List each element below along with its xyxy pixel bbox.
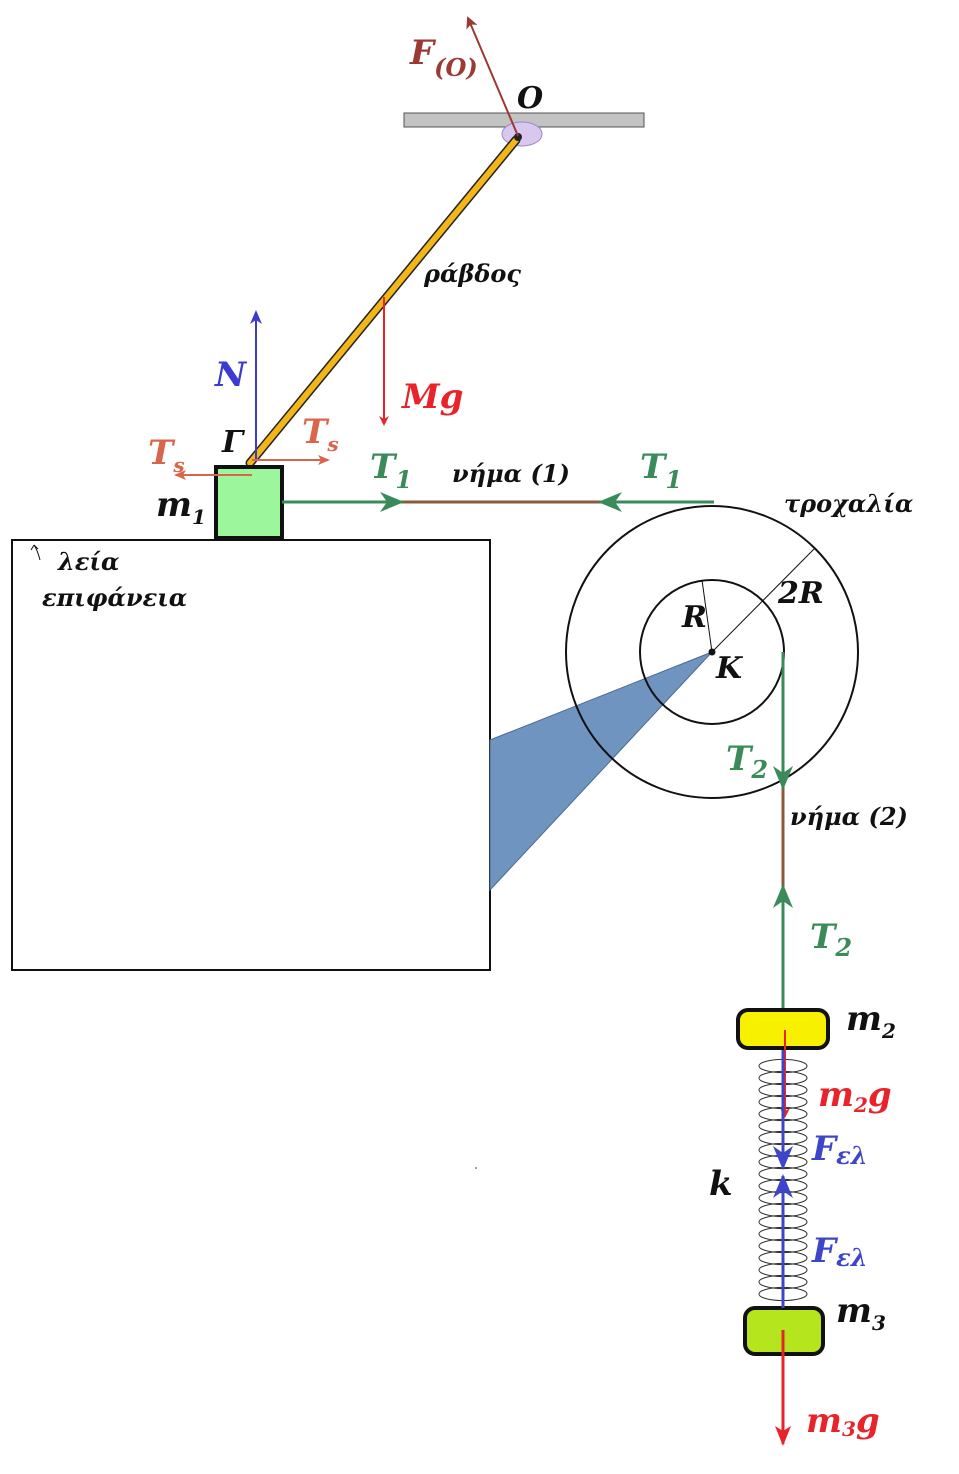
radius-R-line — [701, 579, 713, 653]
block-m2 — [736, 1008, 830, 1050]
stray-dot — [475, 1167, 477, 1169]
label-rope-2: νήμα (2) — [790, 802, 908, 831]
label-Ts-left: Ts — [148, 433, 185, 477]
label-m2g: m2g — [818, 1075, 892, 1117]
label-m3g: m3g — [806, 1401, 880, 1441]
label-Fel-1: Fελ — [811, 1129, 868, 1170]
label-T1-right: T1 — [640, 447, 682, 494]
label-Fel-2: Fελ — [811, 1231, 868, 1272]
hinge-O — [501, 121, 543, 147]
label-T2-bottom: T2 — [810, 917, 852, 962]
label-T2-top: T2 — [726, 739, 768, 784]
block-m1 — [214, 465, 284, 540]
label-m3: m3 — [836, 1291, 886, 1335]
pulley-outer — [565, 505, 859, 799]
pulley-center — [708, 648, 716, 656]
label-Ts-right: Ts — [302, 412, 339, 456]
force-FO-arrow — [466, 16, 519, 137]
label-N: N — [214, 355, 248, 395]
label-R: R — [681, 600, 707, 635]
label-rope-1: νήμα (1) — [452, 459, 570, 488]
label-2R: 2R — [777, 576, 824, 611]
label-rod: ράβδος — [423, 259, 521, 288]
label-surface-1: λεία — [57, 547, 120, 576]
radius-2R-line — [711, 547, 816, 653]
surface-pointer — [30, 544, 41, 561]
label-T1-left: T1 — [370, 447, 412, 494]
hinge-pin — [514, 133, 522, 141]
label-K: K — [715, 651, 744, 686]
label-F-O: F(O) — [409, 33, 478, 82]
pulley-support — [489, 651, 713, 892]
label-m1: m1 — [156, 485, 206, 529]
label-pulley: τροχαλία — [784, 489, 913, 518]
label-Mg: Mg — [401, 377, 463, 417]
label-k: k — [709, 1164, 733, 1204]
label-Gamma: Γ — [221, 425, 246, 460]
label-surface-2: επιφάνεια — [42, 583, 187, 612]
label-O: O — [517, 81, 543, 116]
label-m2: m2 — [846, 999, 896, 1043]
